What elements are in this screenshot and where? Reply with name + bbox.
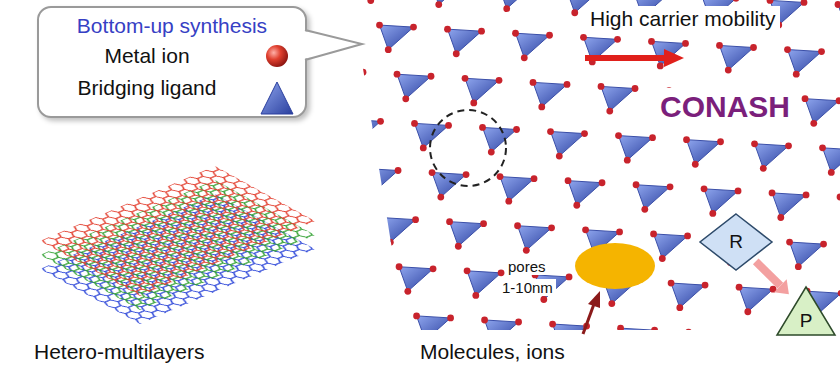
- legend-text: Bridging ligand: [47, 76, 247, 100]
- material-name: CONASH: [652, 88, 798, 127]
- product-label: P: [800, 310, 813, 332]
- reactant-diamond: R: [698, 212, 774, 272]
- mobility-arrow: [585, 49, 684, 67]
- guest-molecule: [575, 243, 655, 289]
- pore-label: pores: [505, 258, 549, 275]
- product-triangle: P: [775, 285, 837, 337]
- legend-text: Metal ion: [47, 44, 247, 68]
- caption-label: Hetero-multilayers: [34, 340, 204, 364]
- icons: [257, 42, 297, 122]
- unit-circle: [430, 110, 506, 186]
- feature-label: High carrier mobility: [586, 6, 780, 32]
- callout-heading: Bottom-up synthesis: [47, 14, 297, 38]
- dimension-label: 1-10nm: [499, 279, 556, 296]
- reactant-label: R: [729, 231, 743, 253]
- multilayer-stack: [40, 166, 315, 324]
- caption-label: Molecules, ions: [420, 340, 565, 364]
- reaction-arrow: [756, 261, 789, 294]
- callout-bubble: Bottom-up synthesisMetal ionBridging lig…: [37, 6, 307, 118]
- leader-arrow: [583, 291, 600, 334]
